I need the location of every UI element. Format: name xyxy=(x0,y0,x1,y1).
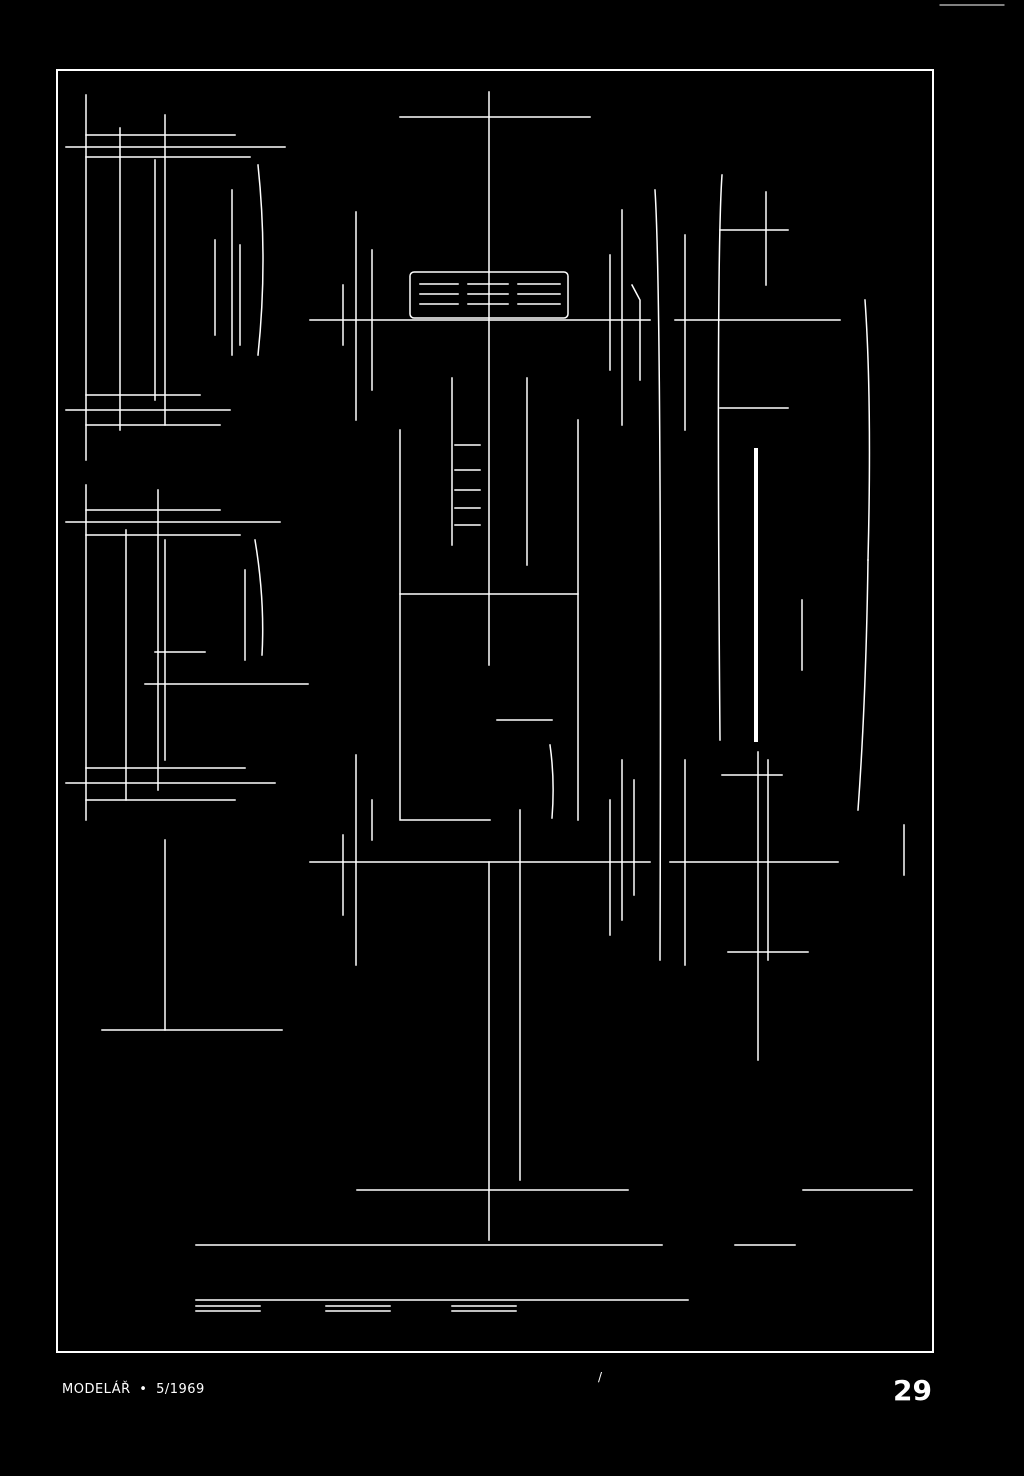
middle-left-view xyxy=(65,484,309,1031)
upper-left-view xyxy=(65,94,286,461)
central-plan-view xyxy=(195,91,913,1246)
stray-mark: / xyxy=(598,1370,603,1384)
issue-number: 5/1969 xyxy=(156,1382,205,1397)
page-number: 29 xyxy=(893,1374,932,1407)
footer-separator: • xyxy=(139,1382,148,1397)
drawing-frame xyxy=(56,69,934,1353)
right-section-view xyxy=(609,174,905,1061)
scale-bars xyxy=(195,1299,689,1312)
publication-name: MODELÁŘ xyxy=(62,1382,131,1397)
footer-publication: MODELÁŘ • 5/1969 xyxy=(62,1382,205,1397)
